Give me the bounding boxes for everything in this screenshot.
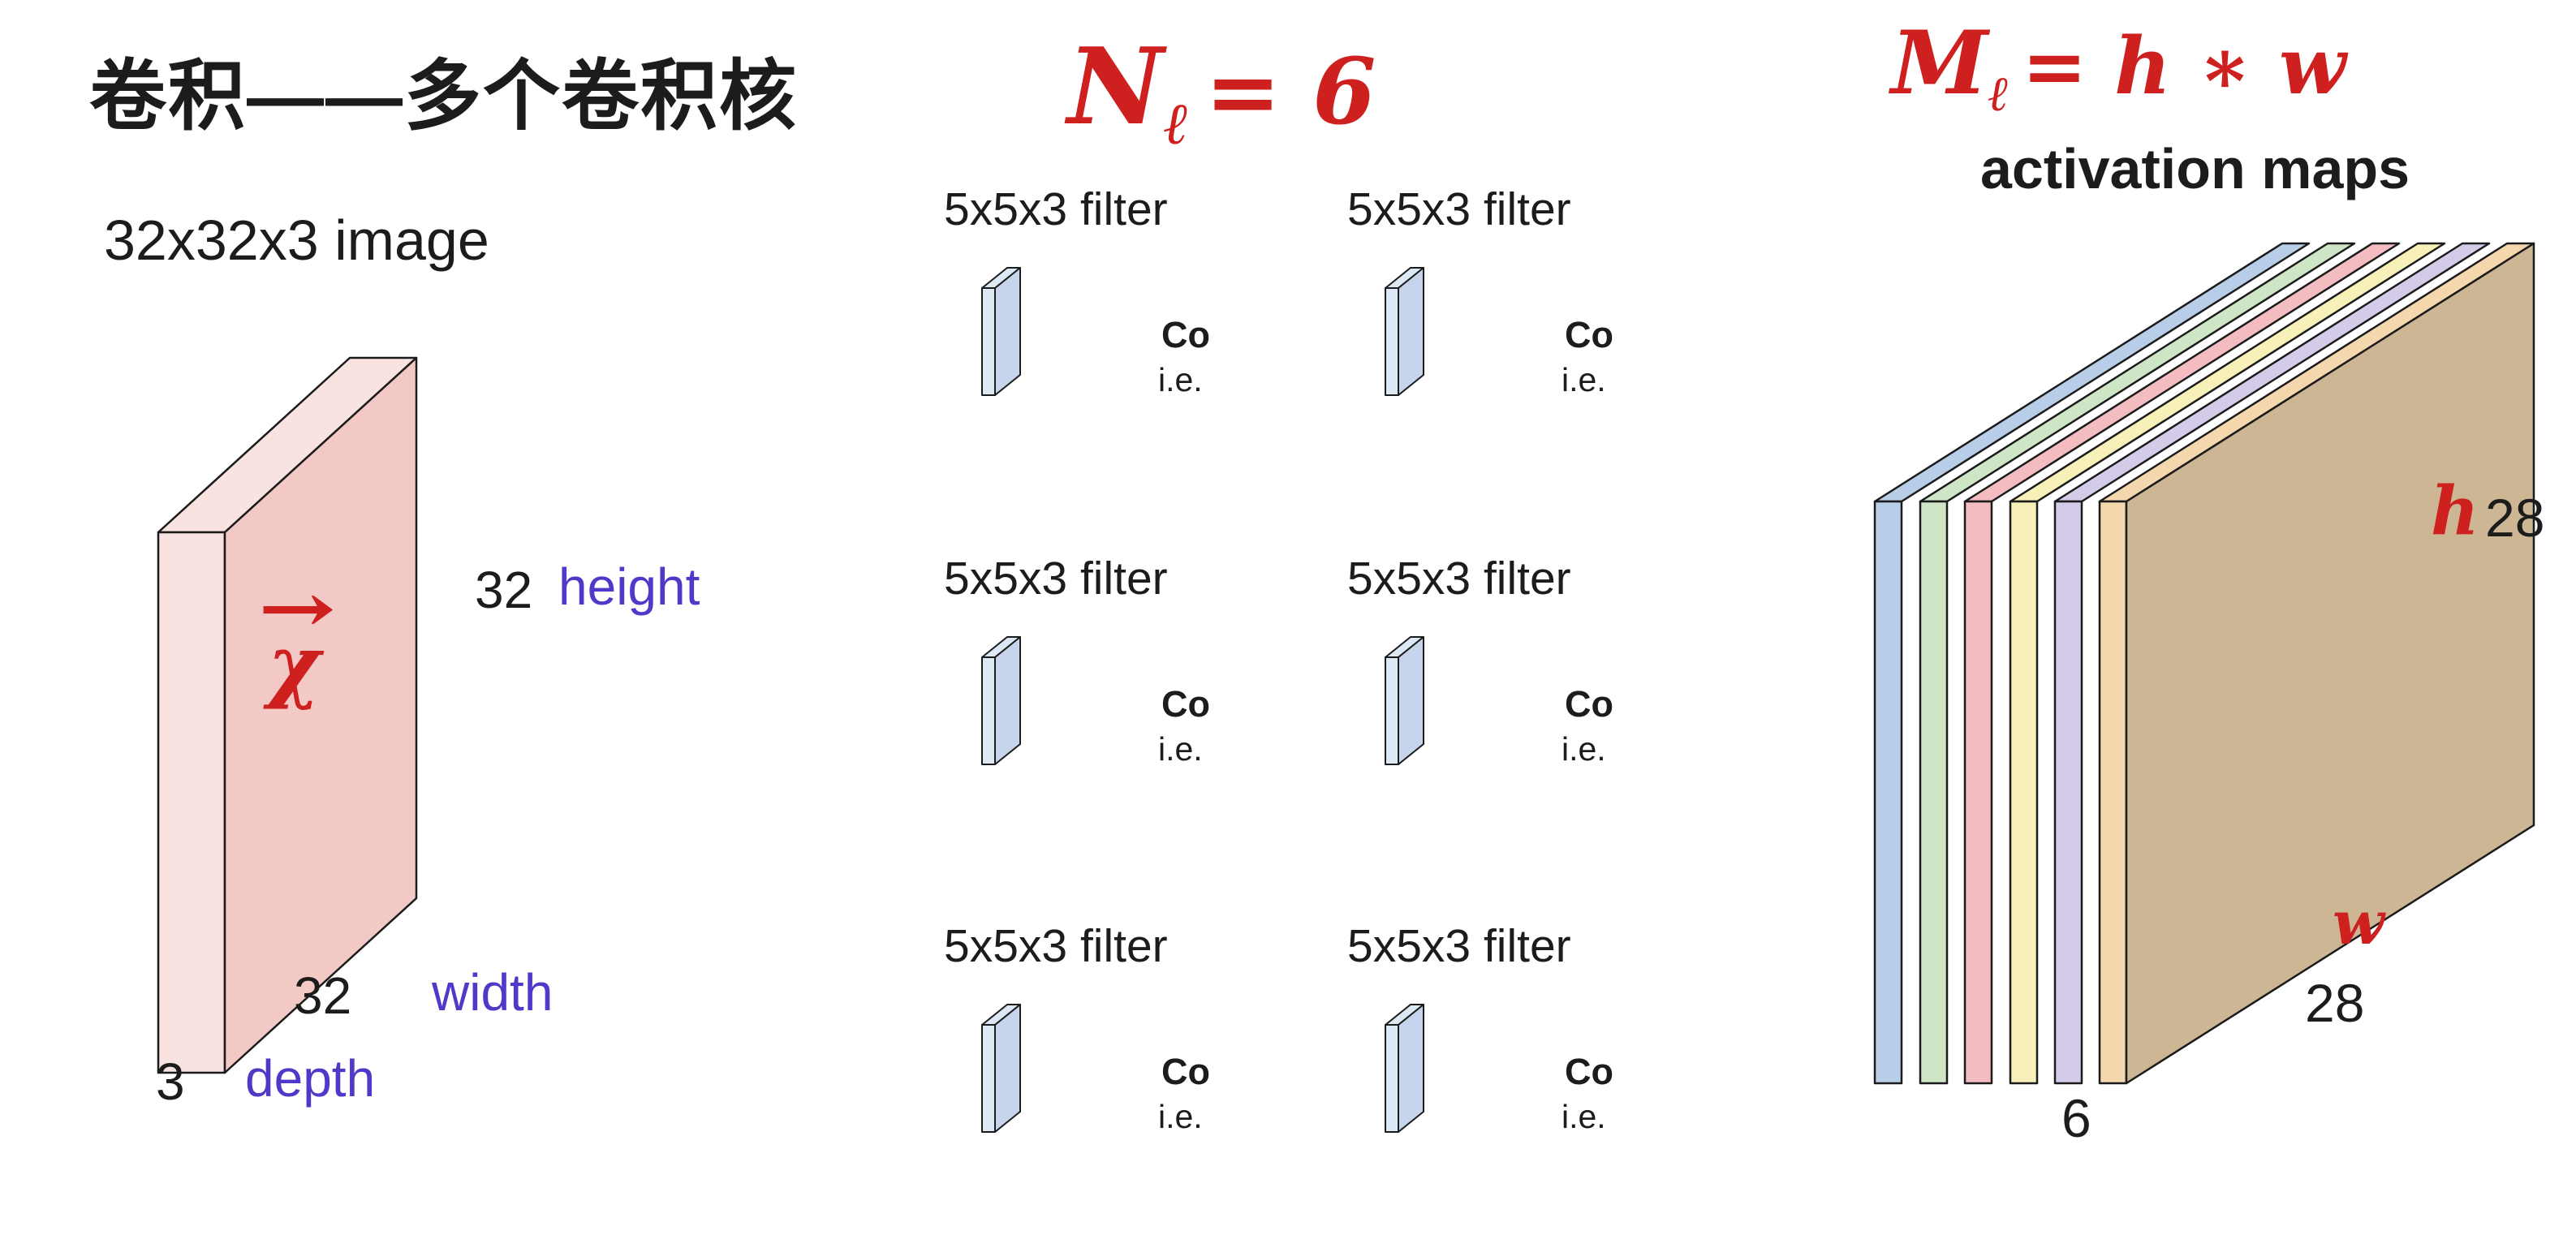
filter-main-face bbox=[994, 267, 1021, 396]
filter-label: 5x5x3 filter bbox=[944, 920, 1168, 972]
image-depth-value: 3 bbox=[156, 1052, 185, 1111]
filter-3d-icon bbox=[981, 1004, 1021, 1133]
formula-m-base: M bbox=[1891, 12, 1988, 114]
filter-depth-face bbox=[1385, 656, 1399, 765]
image-width-value: 32 bbox=[294, 966, 352, 1025]
filter-depth-face bbox=[1385, 1024, 1399, 1133]
image-height-label: height bbox=[558, 557, 700, 616]
input-image-depth-face bbox=[157, 531, 226, 1074]
filter-ie-text: i.e. bbox=[1562, 1098, 1606, 1135]
activation-sheet-6 bbox=[2098, 242, 2535, 1085]
filter-ie-text: i.e. bbox=[1158, 730, 1203, 768]
activation-sheet-2 bbox=[1919, 242, 2356, 1085]
filter-block: 5x5x3 filter Co i.e. bbox=[944, 919, 1293, 1235]
formula-m-subscript: ℓ bbox=[1988, 66, 2010, 123]
activation-height-value: 28 bbox=[2485, 488, 2545, 548]
filter-co-text: Co bbox=[1161, 314, 1210, 355]
sheet-edge-face bbox=[1919, 500, 1949, 1085]
activation-maps-title: activation maps bbox=[1980, 137, 2410, 200]
sheet-edge-face bbox=[1873, 500, 1903, 1085]
filter-depth-face bbox=[981, 656, 996, 765]
filter-main-face bbox=[994, 636, 1021, 765]
filter-main-face bbox=[1398, 636, 1424, 765]
filter-label: 5x5x3 filter bbox=[1347, 553, 1571, 605]
formula-m-value: = h ∗ w bbox=[2022, 20, 2346, 112]
filter-ie-text: i.e. bbox=[1562, 730, 1606, 768]
filter-depth-face bbox=[981, 1024, 996, 1133]
activation-front-face bbox=[2125, 242, 2535, 1085]
filter-main-face bbox=[1398, 1004, 1424, 1133]
filter-ie-text: i.e. bbox=[1158, 361, 1203, 398]
formula-n-value: = 6 bbox=[1204, 39, 1376, 145]
filter-ie-text: i.e. bbox=[1562, 361, 1606, 398]
filter-co-text: Co bbox=[1565, 1051, 1613, 1092]
hand-h-annotation: h bbox=[2431, 472, 2479, 550]
filter-label: 5x5x3 filter bbox=[1347, 920, 1571, 972]
image-depth-label: depth bbox=[245, 1049, 376, 1108]
filter-3d-icon bbox=[1385, 1004, 1424, 1133]
filter-block: 5x5x3 filter Co i.e. bbox=[944, 183, 1293, 507]
hand-vector-arrow-icon: → bbox=[258, 568, 337, 649]
formula-n-base: N bbox=[1067, 24, 1164, 148]
hand-w-annotation: w bbox=[2333, 889, 2384, 958]
filter-3d-icon bbox=[1385, 267, 1424, 396]
sheet-edge-face bbox=[2053, 500, 2083, 1085]
filter-block: 5x5x3 filter Co i.e. bbox=[944, 552, 1293, 876]
filter-label: 5x5x3 filter bbox=[944, 553, 1168, 605]
filter-label: 5x5x3 filter bbox=[944, 183, 1168, 235]
filter-depth-face bbox=[1385, 287, 1399, 396]
activation-sheet-3 bbox=[1963, 242, 2401, 1085]
activation-sheet-1 bbox=[1873, 242, 2311, 1085]
sheet-edge-face bbox=[1963, 500, 1993, 1085]
activation-width-value: 28 bbox=[2305, 973, 2365, 1033]
input-image-3d bbox=[157, 356, 418, 1074]
filter-ie-text: i.e. bbox=[1158, 1098, 1203, 1135]
filter-main-face bbox=[1398, 267, 1424, 396]
filter-block: 5x5x3 filter Co i.e. bbox=[1347, 183, 1696, 507]
filter-block: 5x5x3 filter Co i.e. bbox=[1347, 919, 1696, 1235]
filter-depth-face bbox=[981, 287, 996, 396]
filter-main-face bbox=[994, 1004, 1021, 1133]
input-image-size-label: 32x32x3 image bbox=[104, 209, 489, 272]
activation-sheet-4 bbox=[2009, 242, 2446, 1085]
formula-n-subscript: ℓ bbox=[1163, 88, 1189, 158]
hand-x-annotation: χ bbox=[268, 618, 321, 712]
slide-title: 卷积——多个卷积核 bbox=[89, 54, 799, 140]
sheet-edge-face bbox=[2009, 500, 2039, 1085]
activation-maps-3d bbox=[1873, 242, 2535, 1085]
hand-formula-m-equals-hw: Mℓ= h ∗ w bbox=[1891, 12, 2346, 123]
input-image-main-face bbox=[223, 356, 418, 1074]
image-height-value: 32 bbox=[475, 561, 533, 619]
activation-depth-value: 6 bbox=[2061, 1088, 2091, 1148]
filter-co-text: Co bbox=[1565, 683, 1613, 725]
hand-formula-n-equals-6: Nℓ= 6 bbox=[1067, 24, 1376, 158]
filter-co-text: Co bbox=[1161, 683, 1210, 725]
filter-3d-icon bbox=[1385, 636, 1424, 765]
image-width-label: width bbox=[432, 963, 554, 1022]
sheet-edge-face bbox=[2098, 500, 2128, 1085]
filter-3d-icon bbox=[981, 636, 1021, 765]
activation-sheet-5 bbox=[2053, 242, 2491, 1085]
filter-co-text: Co bbox=[1161, 1051, 1210, 1092]
filter-label: 5x5x3 filter bbox=[1347, 183, 1571, 235]
filter-co-text: Co bbox=[1565, 314, 1613, 355]
filter-3d-icon bbox=[981, 267, 1021, 396]
filter-block: 5x5x3 filter Co i.e. bbox=[1347, 552, 1696, 876]
